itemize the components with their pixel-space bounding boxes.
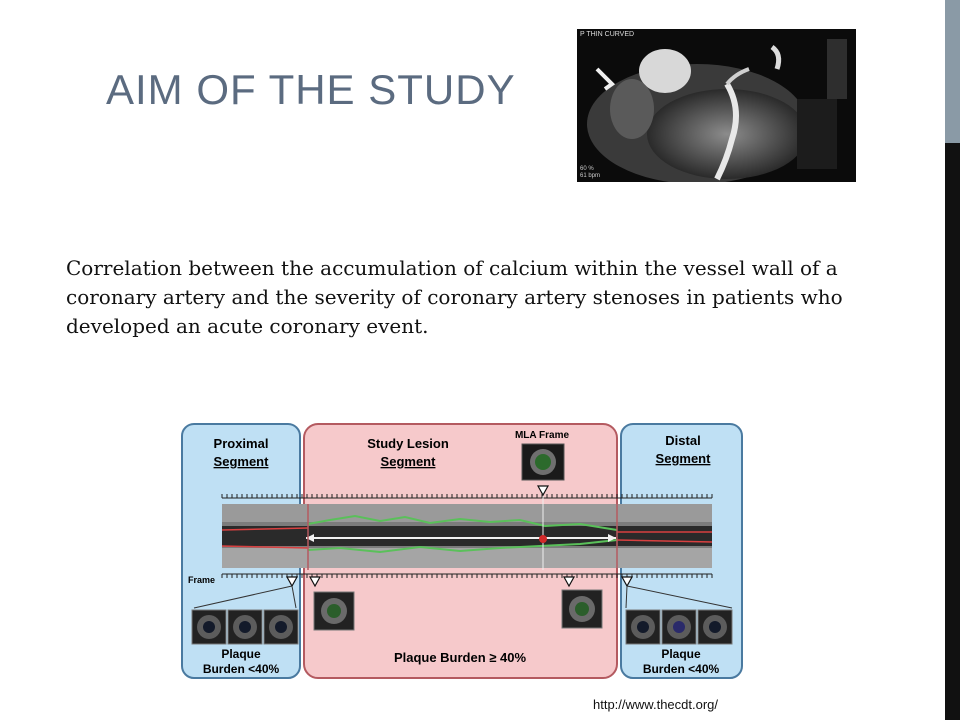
source-credit: http://www.thecdt.org/ bbox=[593, 697, 719, 712]
ct-image-footer: 60 % 61 bpm bbox=[580, 166, 600, 180]
bottom-ruler-ticks bbox=[221, 574, 713, 578]
proximal-frames bbox=[191, 609, 299, 645]
distal-label-line-2: Segment bbox=[656, 451, 712, 466]
mla-frame-label: MLA Frame bbox=[515, 430, 570, 441]
lesion-label-line-1: Study Lesion bbox=[367, 436, 449, 451]
ct-angiography-image: P THIN CURVED 60 % 61 bpm bbox=[577, 29, 856, 182]
slide-body-text: Correlation between the accumulation of … bbox=[66, 256, 843, 338]
ct-footer-line-2: 61 bpm bbox=[580, 173, 601, 179]
plaque-center-label: Plaque Burden ≥ 40% bbox=[394, 650, 527, 665]
mla-marker-triangle bbox=[536, 485, 550, 497]
top-ruler-ticks bbox=[221, 494, 713, 498]
plaque-left-line-2: Burden <40% bbox=[203, 662, 280, 676]
plaque-right-line-1: Plaque bbox=[661, 647, 701, 661]
proximal-label-line-2: Segment bbox=[214, 454, 270, 469]
slide-title: AIM OF THE STUDY bbox=[106, 66, 516, 113]
ct-scan-picture bbox=[577, 29, 856, 182]
slide-sidebar-accent bbox=[945, 0, 960, 143]
distal-frames bbox=[625, 609, 733, 645]
frame-label: Frame bbox=[188, 575, 215, 585]
plaque-left-line-1: Plaque bbox=[221, 647, 261, 661]
lesion-label-line-2: Segment bbox=[381, 454, 437, 469]
mla-point-marker bbox=[539, 535, 547, 543]
ct-footer-line-1: 60 % bbox=[580, 166, 594, 172]
slide-sidebar-bar bbox=[945, 0, 960, 720]
ivus-segment-diagram: Proximal Segment Study Lesion Segment ML… bbox=[181, 423, 743, 679]
proximal-label-line-1: Proximal bbox=[214, 436, 269, 451]
plaque-right-line-2: Burden <40% bbox=[643, 662, 720, 676]
distal-label-line-1: Distal bbox=[665, 433, 700, 448]
ct-image-label: P THIN CURVED bbox=[580, 31, 635, 38]
